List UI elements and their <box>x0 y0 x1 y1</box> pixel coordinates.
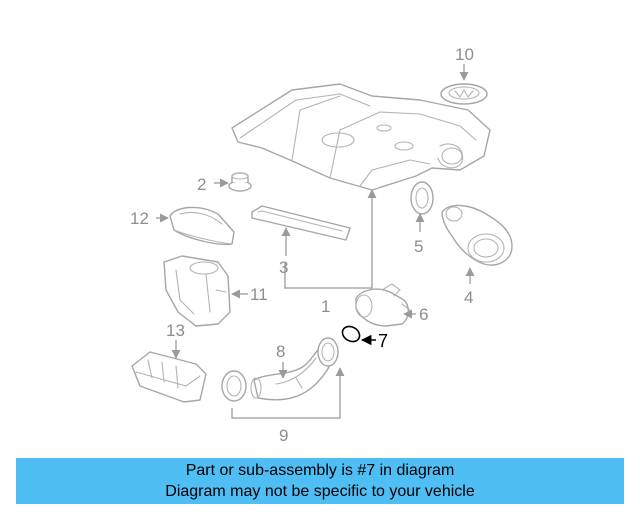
callout-9: 9 <box>279 426 288 445</box>
parts-diagram: 10 1 2 3 12 <box>130 45 513 445</box>
part-3-air-filter: 3 <box>251 205 351 277</box>
callout-12: 12 <box>130 209 149 228</box>
part-7-o-ring: 7 <box>341 325 388 351</box>
part-9-clamps <box>221 337 339 402</box>
info-banner: Part or sub-assembly is #7 in diagram Di… <box>16 458 624 504</box>
part-10-emblem: 10 <box>440 45 488 105</box>
part-2-grommet: 2 <box>197 172 252 194</box>
part-11-air-box-housing: 11 <box>163 255 268 327</box>
callout-10: 10 <box>455 45 474 64</box>
callout-11: 11 <box>250 285 268 304</box>
callout-13: 13 <box>166 321 185 340</box>
callout-7: 7 <box>378 331 388 351</box>
callout-1: 1 <box>321 297 330 316</box>
part-6-mass-air-flow-sensor: 6 <box>355 283 428 327</box>
part-4-intake-boot: 4 <box>441 204 513 307</box>
part-12-air-box-lid: 12 <box>130 206 235 246</box>
callout-8: 8 <box>276 342 285 361</box>
part-5-clamp: 5 <box>410 181 434 256</box>
part-1-engine-cover <box>231 83 491 191</box>
banner-line-2: Diagram may not be specific to your vehi… <box>165 483 475 500</box>
banner-line-1: Part or sub-assembly is #7 in diagram <box>185 462 455 479</box>
callout-6: 6 <box>419 305 428 324</box>
callout-2: 2 <box>197 175 206 194</box>
callout-4: 4 <box>464 288 473 307</box>
part-13-air-duct: 13 <box>131 321 207 403</box>
callout-5: 5 <box>414 237 423 256</box>
callout-3: 3 <box>279 258 288 277</box>
